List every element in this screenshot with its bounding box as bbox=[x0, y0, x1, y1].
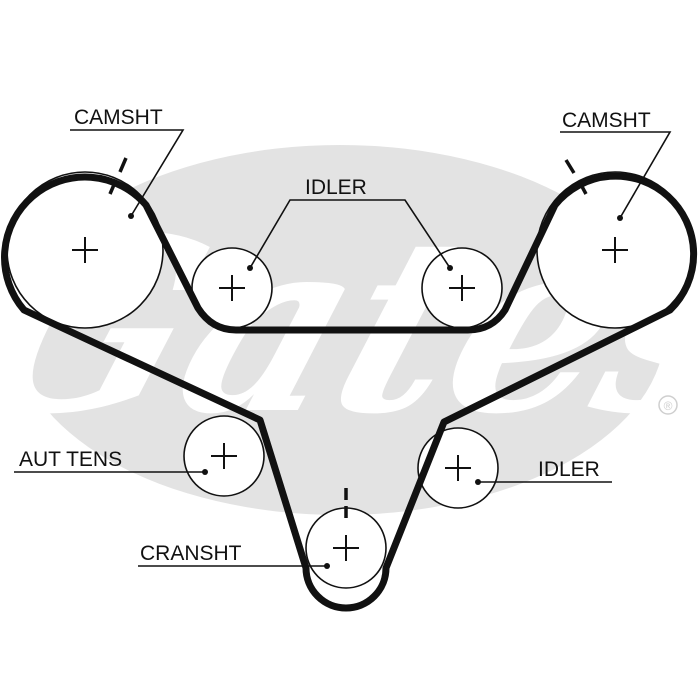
leader-dot-crankshaft bbox=[324, 563, 330, 569]
leader-camshaft-right bbox=[560, 131, 672, 219]
label-camshaft-right: CAMSHT bbox=[562, 109, 651, 132]
cross-camshaft-left bbox=[72, 237, 98, 263]
cross-idler-top-right bbox=[449, 275, 475, 301]
label-idler-top: IDLER bbox=[305, 176, 367, 199]
cross-idler-right bbox=[445, 455, 471, 481]
cross-auto-tensioner bbox=[211, 443, 237, 469]
cross-idler-top-left bbox=[219, 275, 245, 301]
leader-dot-auto-tensioner bbox=[202, 469, 208, 475]
label-idler-right: IDLER bbox=[538, 458, 600, 481]
pulley-center-crosses bbox=[72, 237, 628, 561]
label-camshaft-left: CAMSHT bbox=[74, 106, 163, 129]
leader-dot-camshaft-left bbox=[128, 213, 134, 219]
label-leader-lines bbox=[14, 129, 672, 569]
timing-belt bbox=[1, 172, 698, 612]
timing-mark-camshaft-right bbox=[564, 159, 588, 195]
leader-dot-idler-right bbox=[475, 479, 481, 485]
timing-mark-camshaft-left bbox=[108, 157, 128, 195]
leader-dot-camshaft-right bbox=[617, 215, 623, 221]
label-crankshaft: CRANSHT bbox=[140, 542, 242, 565]
leader-idler-top bbox=[249, 199, 451, 269]
leader-dot-idler-top-left bbox=[247, 265, 253, 271]
cross-crankshaft bbox=[333, 535, 359, 561]
label-auto-tensioner: AUT TENS bbox=[19, 448, 122, 471]
cross-camshaft-right bbox=[602, 237, 628, 263]
timing-marks bbox=[108, 157, 588, 518]
registered-mark-circle bbox=[658, 395, 678, 415]
leader-camshaft-left bbox=[70, 129, 185, 217]
leader-dot-idler-top-right bbox=[447, 265, 453, 271]
registered-mark: ® bbox=[664, 399, 673, 413]
